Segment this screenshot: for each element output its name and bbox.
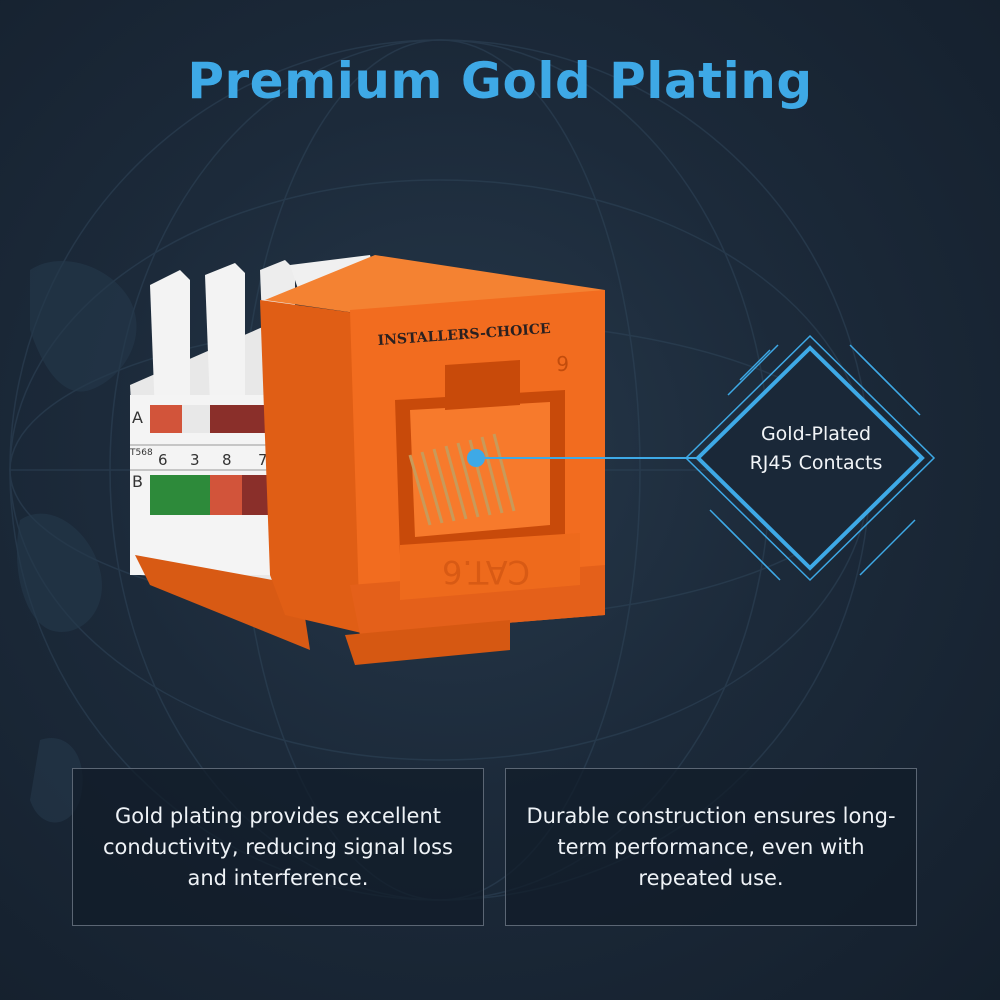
feature-card-durability-text: Durable construction ensures long-term p… (526, 803, 896, 890)
callout-label-line1: Gold-Plated (760, 423, 872, 445)
feature-card-conductivity-text: Gold plating provides excellent conducti… (102, 803, 454, 890)
category-marking: CAT.6 (442, 553, 530, 591)
side-marking: 6 (556, 351, 569, 375)
wiring-row-a-label: A (132, 408, 143, 427)
pin-number-3: 8 (222, 451, 232, 469)
keystone-jack-image: A T568 B 6 3 8 7 INSTALLERS-CHOICE 6 CAT… (129, 255, 605, 665)
wiring-row-b-label: B (132, 472, 143, 491)
callout-dot (467, 449, 485, 467)
page-title: Premium Gold Plating (187, 52, 813, 110)
callout-label-line2: RJ45 Contacts (749, 452, 883, 474)
feature-card-durability: Durable construction ensures long-term p… (505, 768, 917, 926)
pin-number-2: 3 (190, 451, 200, 469)
orange-housing (135, 255, 605, 665)
callout-diamond-frame (684, 334, 936, 582)
pin-number-4: 7 (258, 451, 268, 469)
wiring-standard-label: T568 (129, 448, 153, 458)
callout-label: Gold-Plated RJ45 Contacts (728, 420, 904, 478)
feature-card-conductivity: Gold plating provides excellent conducti… (72, 768, 484, 926)
pin-number-1: 6 (158, 451, 168, 469)
